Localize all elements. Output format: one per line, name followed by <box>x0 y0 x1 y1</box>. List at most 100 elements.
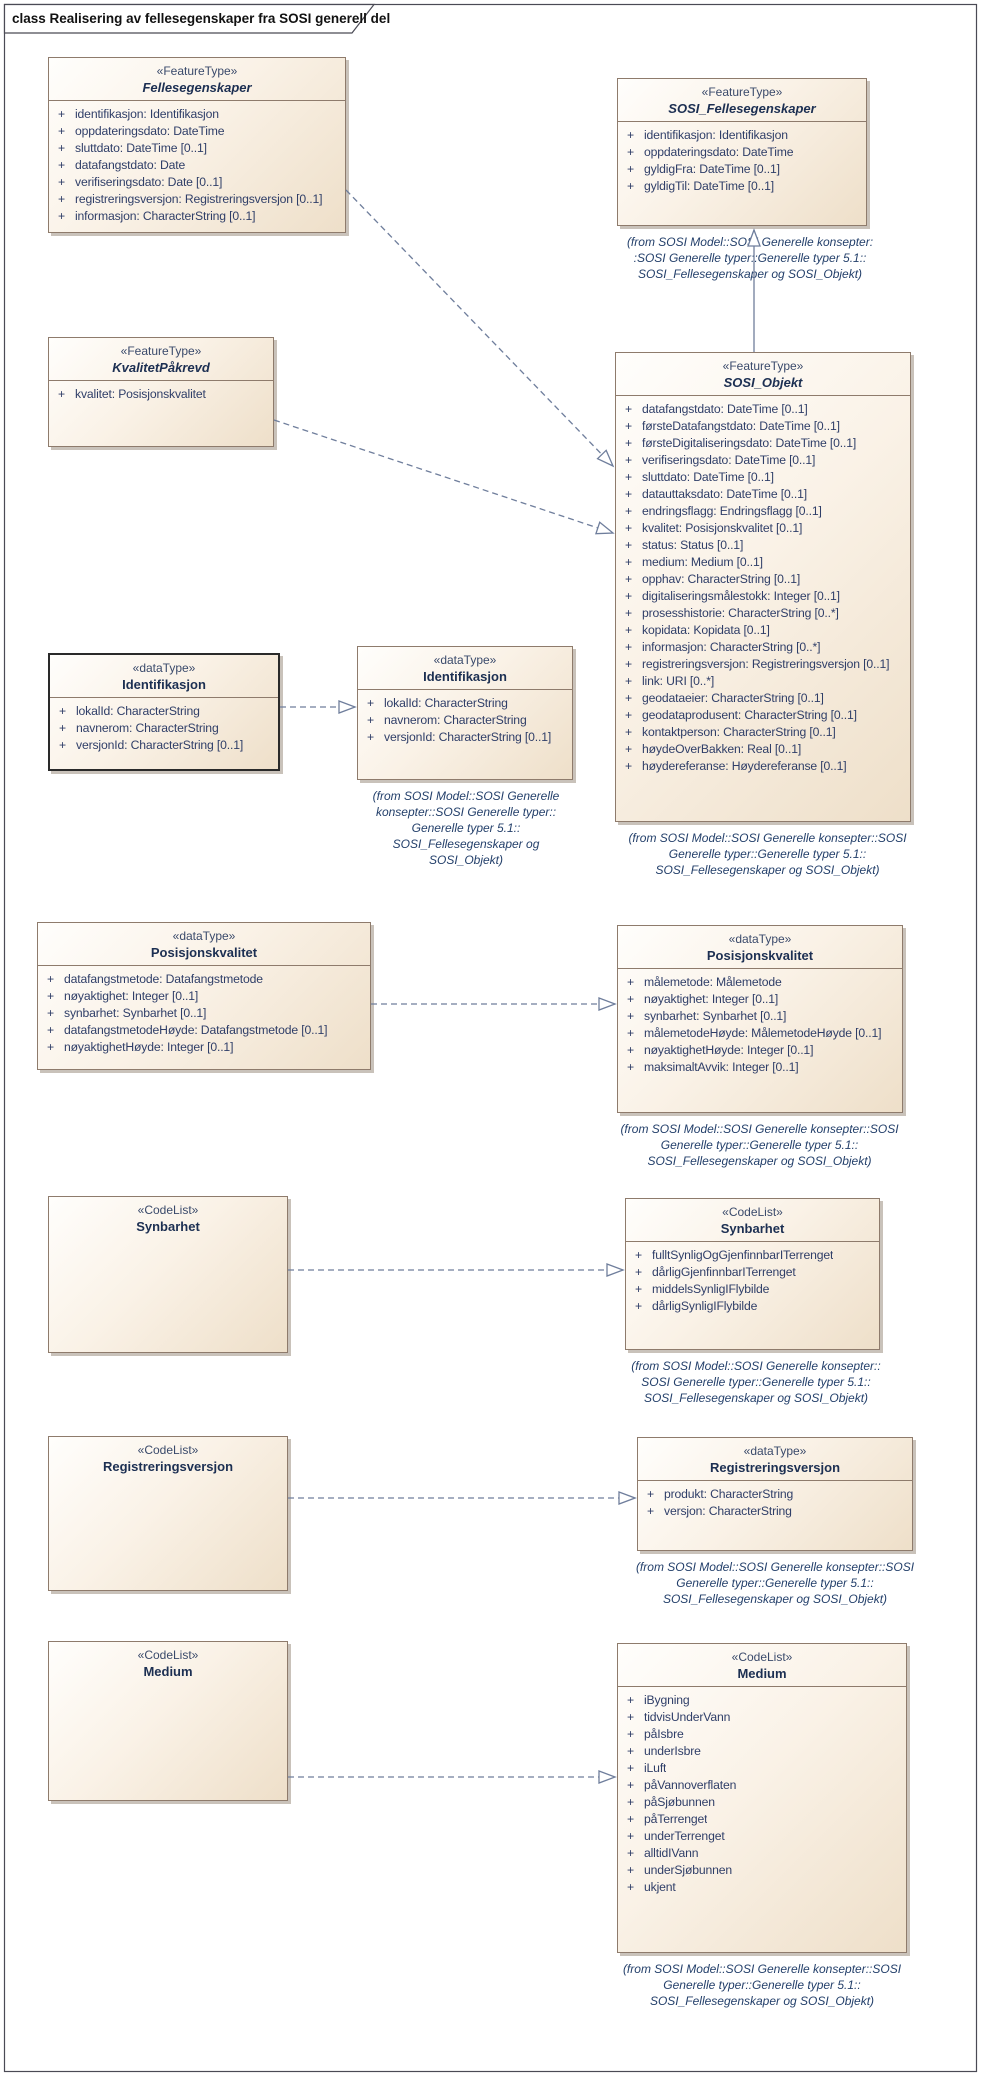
class-name: Registreringsversjon <box>102 1459 234 1474</box>
class-synbarhet-sosi[interactable]: «CodeList» Synbarhet +fulltSynligOgGjenf… <box>625 1198 880 1350</box>
attribute-row: +registreringsversjon: Registreringsvers… <box>58 192 323 206</box>
class-header: «dataType» Registreringsversjon <box>638 1438 912 1481</box>
attribute-row: +nøyaktighetHøyde: Integer [0..1] <box>627 1043 814 1057</box>
attribute-row: +status: Status [0..1] <box>625 538 744 552</box>
attribute-row: +medium: Medium [0..1] <box>625 555 763 569</box>
stereotype-label: «FeatureType» <box>722 359 804 373</box>
attribute-row: +opphav: CharacterString [0..1] <box>625 572 801 586</box>
class-header: «dataType» Identifikasjon <box>358 647 572 690</box>
attribute-row: +navnerom: CharacterString <box>367 713 527 727</box>
class-fellesegenskaper[interactable]: «FeatureType» Fellesegenskaper +identifi… <box>48 57 346 233</box>
caption-line: SOSI Generelle typer::Generelle typer 5.… <box>641 1375 871 1389</box>
attribute-row: +datafangstmetodeHøyde: Datafangstmetode… <box>47 1023 328 1037</box>
attribute-row: +kvalitet: Posisjonskvalitet <box>58 387 206 401</box>
class-name: SOSI_Objekt <box>723 375 803 390</box>
attribute-list: +identifikasjon: Identifikasjon +oppdater… <box>49 101 345 229</box>
attribute-row: +informasjon: CharacterString [0..*] <box>625 640 821 654</box>
class-identifikasjon-sosi[interactable]: «dataType» Identifikasjon +lokalId: Char… <box>357 646 573 780</box>
attribute-list: +datafangstdato: DateTime [0..1]+førsteD… <box>616 396 910 779</box>
class-registreringsversjon-sosi[interactable]: «dataType» Registreringsversjon +produkt… <box>637 1437 913 1551</box>
stereotype-label: «dataType» <box>728 932 792 946</box>
attribute-row: +alltidIVann <box>627 1846 699 1860</box>
caption-line: (from SOSI Model::SOSI Generelle konsept… <box>626 235 874 249</box>
diagram-title: class Realisering av fellesegenskaper fr… <box>12 11 391 26</box>
class-header: «FeatureType» Fellesegenskaper <box>49 58 345 101</box>
attribute-row: +nøyaktighet: Integer [0..1] <box>627 992 779 1006</box>
attribute-row: +førsteDatafangstdato: DateTime [0..1] <box>625 419 840 433</box>
caption-line: Generelle typer::Generelle typer 5.1:: <box>676 1576 874 1590</box>
caption-line: SOSI_Objekt) <box>428 853 504 867</box>
attribute-list: +lokalId: CharacterString+navnerom: Char… <box>50 698 278 758</box>
attribute-row: +underSjøbunnen <box>627 1863 733 1877</box>
class-header: «CodeList» Synbarhet <box>49 1197 287 1239</box>
caption-line: :SOSI Generelle typer::Generelle typer 5… <box>633 251 867 265</box>
caption-line: (from SOSI Model::SOSI Generelle konsept… <box>635 1560 915 1574</box>
attribute-row: +produkt: CharacterString <box>647 1487 794 1501</box>
attribute-row: +nøyaktighet: Integer [0..1] <box>47 989 199 1003</box>
class-posisjonskvalitet-sosi[interactable]: «dataType» Posisjonskvalitet +målemetode… <box>617 925 903 1113</box>
package-caption-sosi-fellesegenskaper: (from SOSI Model::SOSI Generelle konsept… <box>595 234 905 282</box>
class-sosi-fellesegenskaper[interactable]: «FeatureType» SOSI_Fellesegenskaper +ide… <box>617 78 867 226</box>
class-name: Medium <box>143 1664 193 1679</box>
realization-kvalitetpaakrevd-to-sosiobjekt[interactable] <box>273 419 615 535</box>
attribute-row: +sluttdato: DateTime [0..1] <box>625 470 774 484</box>
attribute-row: +påSjøbunnen <box>627 1795 715 1809</box>
stereotype-label: «dataType» <box>433 653 497 667</box>
attribute-row: +middelsSynligIFlybilde <box>635 1282 770 1296</box>
class-header: «FeatureType» KvalitetPåkrevd <box>49 338 273 381</box>
caption-line: Generelle typer 5.1:: <box>411 821 521 835</box>
class-header: «CodeList» Medium <box>618 1644 906 1687</box>
attribute-row: +målemetode: Målemetode <box>627 975 782 989</box>
class-identifikasjon-local[interactable]: «dataType» Identifikasjon +lokalId: Char… <box>48 653 280 771</box>
attribute-row: +underTerrenget <box>627 1829 725 1843</box>
class-synbarhet-local[interactable]: «CodeList» Synbarhet <box>48 1196 288 1353</box>
stereotype-label: «CodeList» <box>731 1650 793 1664</box>
attribute-row: +høydeOverBakken: Real [0..1] <box>625 742 802 756</box>
class-sosi-objekt[interactable]: «FeatureType» SOSI_Objekt +datafangstdat… <box>615 352 911 822</box>
attribute-row: +kvalitet: Posisjonskvalitet [0..1] <box>625 521 803 535</box>
attribute-row: +datafangstmetode: Datafangstmetode <box>47 972 263 986</box>
attribute-row: +identifikasjon: Identifikasjon <box>58 107 219 121</box>
attribute-row: +kontaktperson: CharacterString [0..1] <box>625 725 836 739</box>
stereotype-label: «FeatureType» <box>156 64 238 78</box>
attribute-row: +oppdateringsdato: DateTime <box>58 124 225 138</box>
attribute-row: +høydereferanse: Høydereferanse [0..1] <box>625 759 847 773</box>
attribute-row: +oppdateringsdato: DateTime <box>627 145 794 159</box>
attribute-list: +lokalId: CharacterString+navnerom: Char… <box>358 690 572 750</box>
attribute-row: +fulltSynligOgGjenfinnbarITerrenget <box>635 1248 834 1262</box>
attribute-row: +versjonId: CharacterString [0..1] <box>367 730 552 744</box>
class-name: Identifikasjon <box>423 669 507 684</box>
attribute-row: +iBygning <box>627 1693 690 1707</box>
caption-line: konsepter::SOSI Generelle typer:: <box>375 805 557 819</box>
package-caption-medium: (from SOSI Model::SOSI Generelle konsept… <box>602 1961 922 2009</box>
stereotype-label: «FeatureType» <box>701 85 783 99</box>
attribute-row: +synbarhet: Synbarhet [0..1] <box>627 1009 787 1023</box>
attribute-row: +identifikasjon: Identifikasjon <box>627 128 788 142</box>
realization-fellesegenskaper-to-sosiobjekt[interactable] <box>345 189 615 468</box>
class-registreringsversjon-local[interactable]: «CodeList» Registreringsversjon <box>48 1436 288 1591</box>
package-caption-registreringsversjon: (from SOSI Model::SOSI Generelle konsept… <box>615 1559 935 1607</box>
caption-line: SOSI_Fellesegenskaper og SOSI_Objekt) <box>649 1994 875 2008</box>
attribute-row: +endringsflagg: Endringsflagg [0..1] <box>625 504 822 518</box>
attribute-row: +gyldigTil: DateTime [0..1] <box>627 179 774 193</box>
attribute-list: +datafangstmetode: Datafangstmetode +nøya… <box>38 966 370 1060</box>
stereotype-label: «CodeList» <box>137 1443 199 1457</box>
attribute-list: +iBygning+tidvisUnderVann+påIsbre+underI… <box>618 1687 906 1900</box>
caption-line: Generelle typer::Generelle typer 5.1:: <box>668 847 867 861</box>
attribute-row: +digitaliseringsmålestokk: Integer [0..1… <box>625 589 840 603</box>
caption-line: SOSI_Fellesegenskaper og SOSI_Objekt) <box>647 1154 872 1168</box>
attribute-row: +link: URI [0..*] <box>625 674 715 688</box>
attribute-row: +gyldigFra: DateTime [0..1] <box>627 162 780 176</box>
class-posisjonskvalitet-local[interactable]: «dataType» Posisjonskvalitet +datafangst… <box>37 922 371 1070</box>
attribute-row: +versjon: CharacterString <box>647 1504 792 1518</box>
package-caption-synbarhet: (from SOSI Model::SOSI Generelle konsept… <box>602 1358 910 1406</box>
attribute-row: +datafangstdato: Date <box>58 158 186 172</box>
class-kvalitetpaakrevd[interactable]: «FeatureType» KvalitetPåkrevd +kvalitet:… <box>48 337 274 447</box>
attribute-row: +målemetodeHøyde: MålemetodeHøyde [0..1] <box>627 1026 882 1040</box>
class-header: «dataType» Posisjonskvalitet <box>38 923 370 966</box>
attribute-row: +lokalId: CharacterString <box>59 704 200 718</box>
class-medium-local[interactable]: «CodeList» Medium <box>48 1641 288 1801</box>
class-medium-sosi[interactable]: «CodeList» Medium +iBygning+tidvisUnderV… <box>617 1643 907 1953</box>
attribute-row: +iLuft <box>627 1761 667 1775</box>
